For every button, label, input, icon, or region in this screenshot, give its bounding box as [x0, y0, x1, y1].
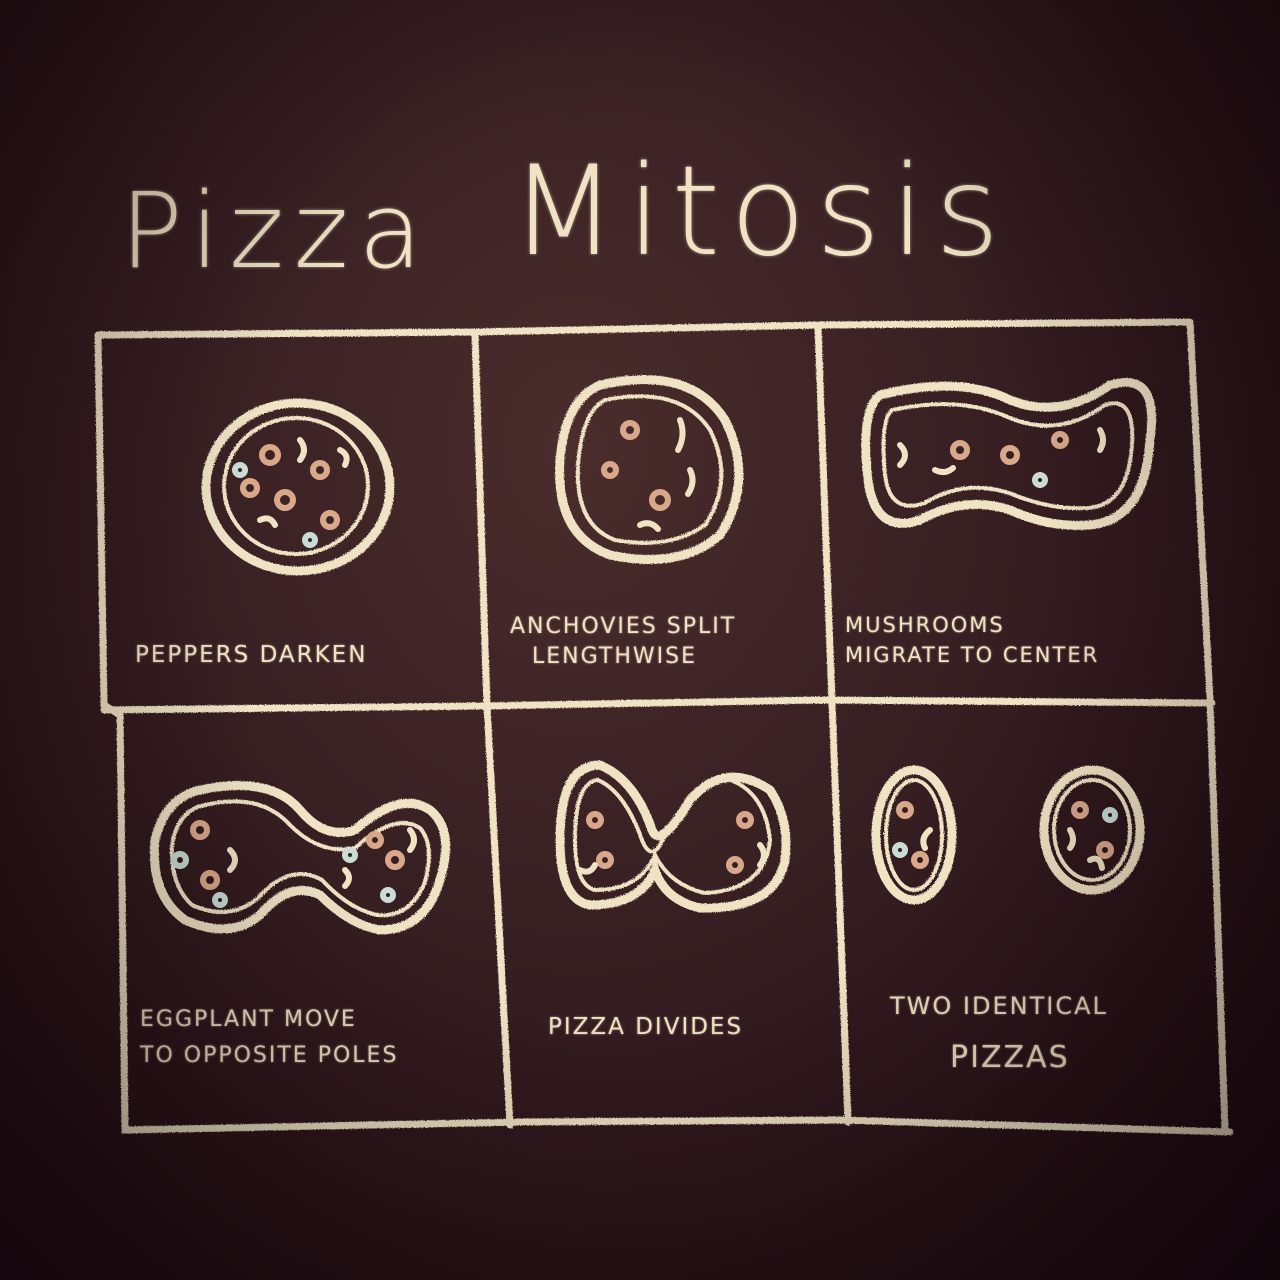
- pizza-drawing-1: [201, 398, 395, 576]
- caption-line-2: pizzas: [950, 1040, 1070, 1075]
- pizza-drawing-3: [861, 377, 1157, 530]
- caption-line-1: Two identical: [890, 992, 1108, 1020]
- caption-line-2: migrate to center: [845, 643, 1100, 667]
- pizza-drawing-5: [555, 760, 791, 913]
- panel-6-caption: Two identical pizzas: [890, 980, 1230, 1084]
- panel-4-caption: Eggplant move to opposite poles: [140, 1002, 500, 1074]
- caption-line-1: Eggplant move: [140, 1007, 357, 1032]
- panel-1-caption: Peppers darken: [135, 640, 465, 670]
- caption-line-2: lengthwise: [532, 644, 697, 669]
- pizza-drawing-2: [555, 375, 744, 564]
- pizza-drawing-6: [871, 765, 1145, 905]
- caption-line-1: Anchovies split: [510, 614, 737, 639]
- panel-2-caption: Anchovies split lengthwise: [510, 612, 820, 672]
- caption-line-1: Peppers darken: [135, 642, 368, 668]
- panel-3-caption: Mushrooms migrate to center: [845, 610, 1215, 670]
- caption-line-1: Mushrooms: [845, 613, 1005, 637]
- caption-line-1: Pizza divides: [548, 1014, 744, 1040]
- caption-line-2: to opposite poles: [140, 1043, 399, 1068]
- panel-5-caption: Pizza divides: [548, 1012, 838, 1042]
